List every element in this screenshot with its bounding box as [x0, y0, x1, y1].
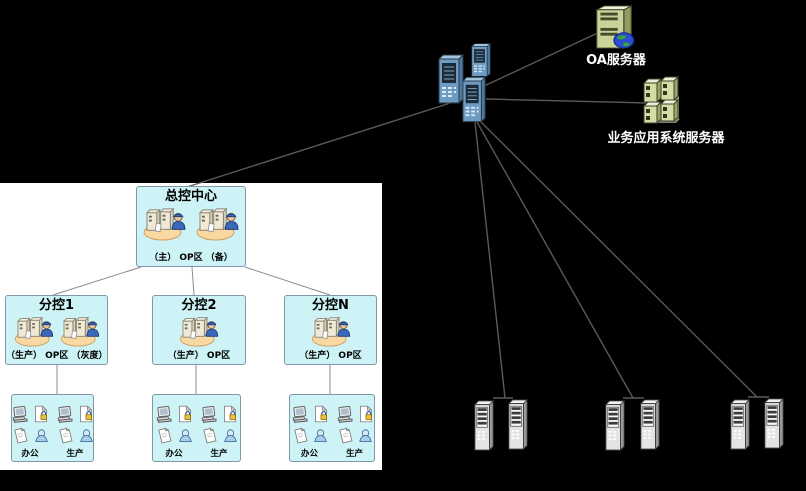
node-branch-2: 分控2 （生产） OP区 [152, 295, 246, 365]
node-dept-1: 办公 生产 [11, 394, 94, 462]
node-dept-3: 办公 生产 [289, 394, 375, 462]
node-title: 分控2 [181, 298, 217, 313]
core-server-tower-icon [471, 43, 491, 77]
person-icon [79, 429, 94, 442]
line-core-to-branch2-servers [476, 121, 634, 399]
document-icon [293, 427, 308, 444]
branch3-server-tower-icon [764, 395, 784, 452]
document-lock-icon [359, 405, 373, 423]
zone-label: （主） OP区 （备） [149, 253, 233, 263]
document-lock-icon [79, 405, 93, 423]
line-core-to-master [186, 97, 467, 188]
office-column: 办公 [291, 405, 329, 459]
person-icon [178, 429, 193, 442]
person-icon [223, 429, 238, 442]
zone-label: （生产） OP区 [299, 351, 362, 361]
desktop-pc-icon [291, 406, 310, 423]
server-cluster-icon [195, 206, 240, 241]
desktop-pc-icon [200, 406, 219, 423]
document-lock-icon [314, 405, 328, 423]
server-cluster-icon [178, 315, 220, 347]
node-title: 分控1 [38, 298, 75, 313]
dept-column-label: 生产 [66, 448, 84, 459]
production-column: 生产 [56, 405, 94, 459]
desktop-pc-icon [56, 406, 75, 423]
document-icon [13, 427, 28, 444]
line-core-to-business-server [485, 98, 648, 104]
document-lock-icon [34, 405, 48, 423]
desktop-pc-icon [155, 406, 174, 423]
branch3-server-tower-icon [730, 396, 750, 453]
zone-label: （生产） OP区 （灰度） [6, 351, 108, 361]
server-cluster-icon [142, 206, 187, 241]
production-column: 生产 [200, 405, 238, 459]
document-icon [157, 427, 172, 444]
dept-column-label: 生产 [345, 448, 363, 459]
server-cluster-icon [59, 315, 101, 347]
business-server-icon [642, 73, 680, 125]
desktop-pc-icon [336, 406, 355, 423]
branch2-server-tower-icon [605, 397, 625, 454]
branch1-server-tower-icon [508, 396, 528, 453]
business-server-label: 业务应用系统服务器 [607, 131, 725, 146]
branch2-server-tower-icon [640, 396, 660, 453]
core-server-tower-icon [462, 76, 486, 123]
document-icon [202, 427, 217, 444]
node-title: 分控N [312, 298, 349, 313]
node-title: 总控中心 [164, 189, 217, 204]
document-icon [338, 427, 353, 444]
document-icon [58, 427, 73, 444]
document-lock-icon [178, 405, 192, 423]
line-core-to-branch1-servers [474, 121, 506, 399]
server-cluster-icon [310, 315, 352, 347]
core-server-tower-icon [438, 54, 464, 104]
dept-column-label: 办公 [300, 448, 318, 459]
oa-server-icon [593, 4, 635, 50]
document-lock-icon [223, 405, 237, 423]
dept-column-label: 办公 [21, 448, 39, 459]
zone-label: （生产） OP区 [167, 351, 231, 361]
line-core-to-branch3-servers [479, 120, 758, 398]
office-column: 办公 [11, 405, 49, 459]
oa-server-label: OA服务器 [586, 53, 646, 68]
desktop-pc-icon [11, 406, 30, 423]
person-icon [358, 429, 373, 442]
person-icon [313, 429, 328, 442]
production-column: 生产 [336, 405, 374, 459]
branch1-server-tower-icon [474, 397, 494, 454]
person-icon [34, 429, 49, 442]
node-master-control: 总控中心 （主） OP区 （备） [136, 186, 246, 267]
dept-column-label: 生产 [210, 448, 228, 459]
node-branch-N: 分控N （生产） OP区 [284, 295, 377, 365]
node-dept-2: 办公 生产 [152, 394, 241, 462]
office-column: 办公 [155, 405, 193, 459]
node-branch-1: 分控1 （生产） OP区 （灰度） [5, 295, 108, 365]
server-cluster-icon [13, 315, 55, 347]
dept-column-label: 办公 [165, 448, 183, 459]
